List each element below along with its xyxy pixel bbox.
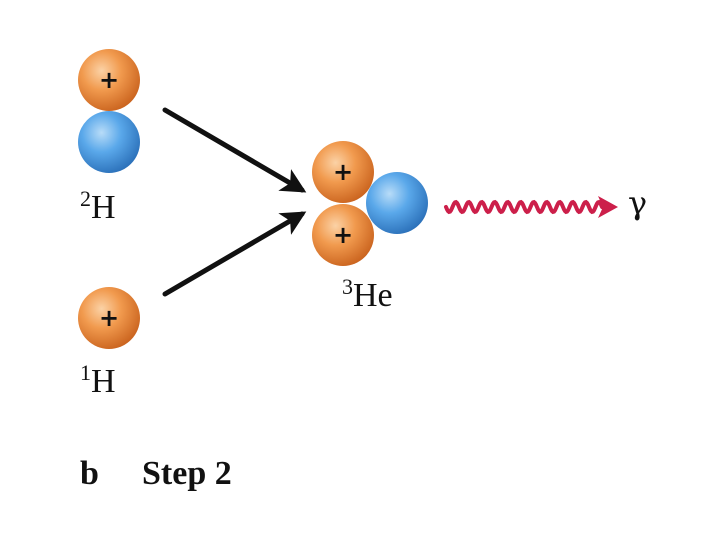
gamma-ray-wave <box>444 199 604 215</box>
deuterium-proton-plus: + <box>99 66 119 94</box>
deuterium-neutron <box>78 111 140 173</box>
helium3-nucleus: + + <box>312 141 428 266</box>
deuterium-nucleus: + <box>78 49 140 173</box>
helium3-proton-bottom-plus: + <box>333 221 353 249</box>
deuterium-proton <box>78 49 140 111</box>
protium-nucleus: + <box>78 287 140 349</box>
protium-proton-plus: + <box>99 304 119 332</box>
arrow-from-protium <box>162 211 307 297</box>
helium3-neutron <box>366 172 428 234</box>
helium3-proton-top-plus: + <box>333 158 353 186</box>
helium3-proton-top <box>312 141 374 203</box>
gamma-ray-arrowhead <box>598 196 618 218</box>
helium3-proton-bottom <box>312 204 374 266</box>
panel-letter: b <box>80 455 99 492</box>
deuterium-label: 2H <box>80 186 116 226</box>
step-caption: Step 2 <box>142 455 232 492</box>
helium3-label: 3He <box>342 274 393 314</box>
protium-label: 1H <box>80 360 116 400</box>
arrow-from-deuterium <box>162 107 307 193</box>
gamma-ray <box>444 196 618 218</box>
protium-proton <box>78 287 140 349</box>
gamma-label: γ <box>628 184 647 222</box>
